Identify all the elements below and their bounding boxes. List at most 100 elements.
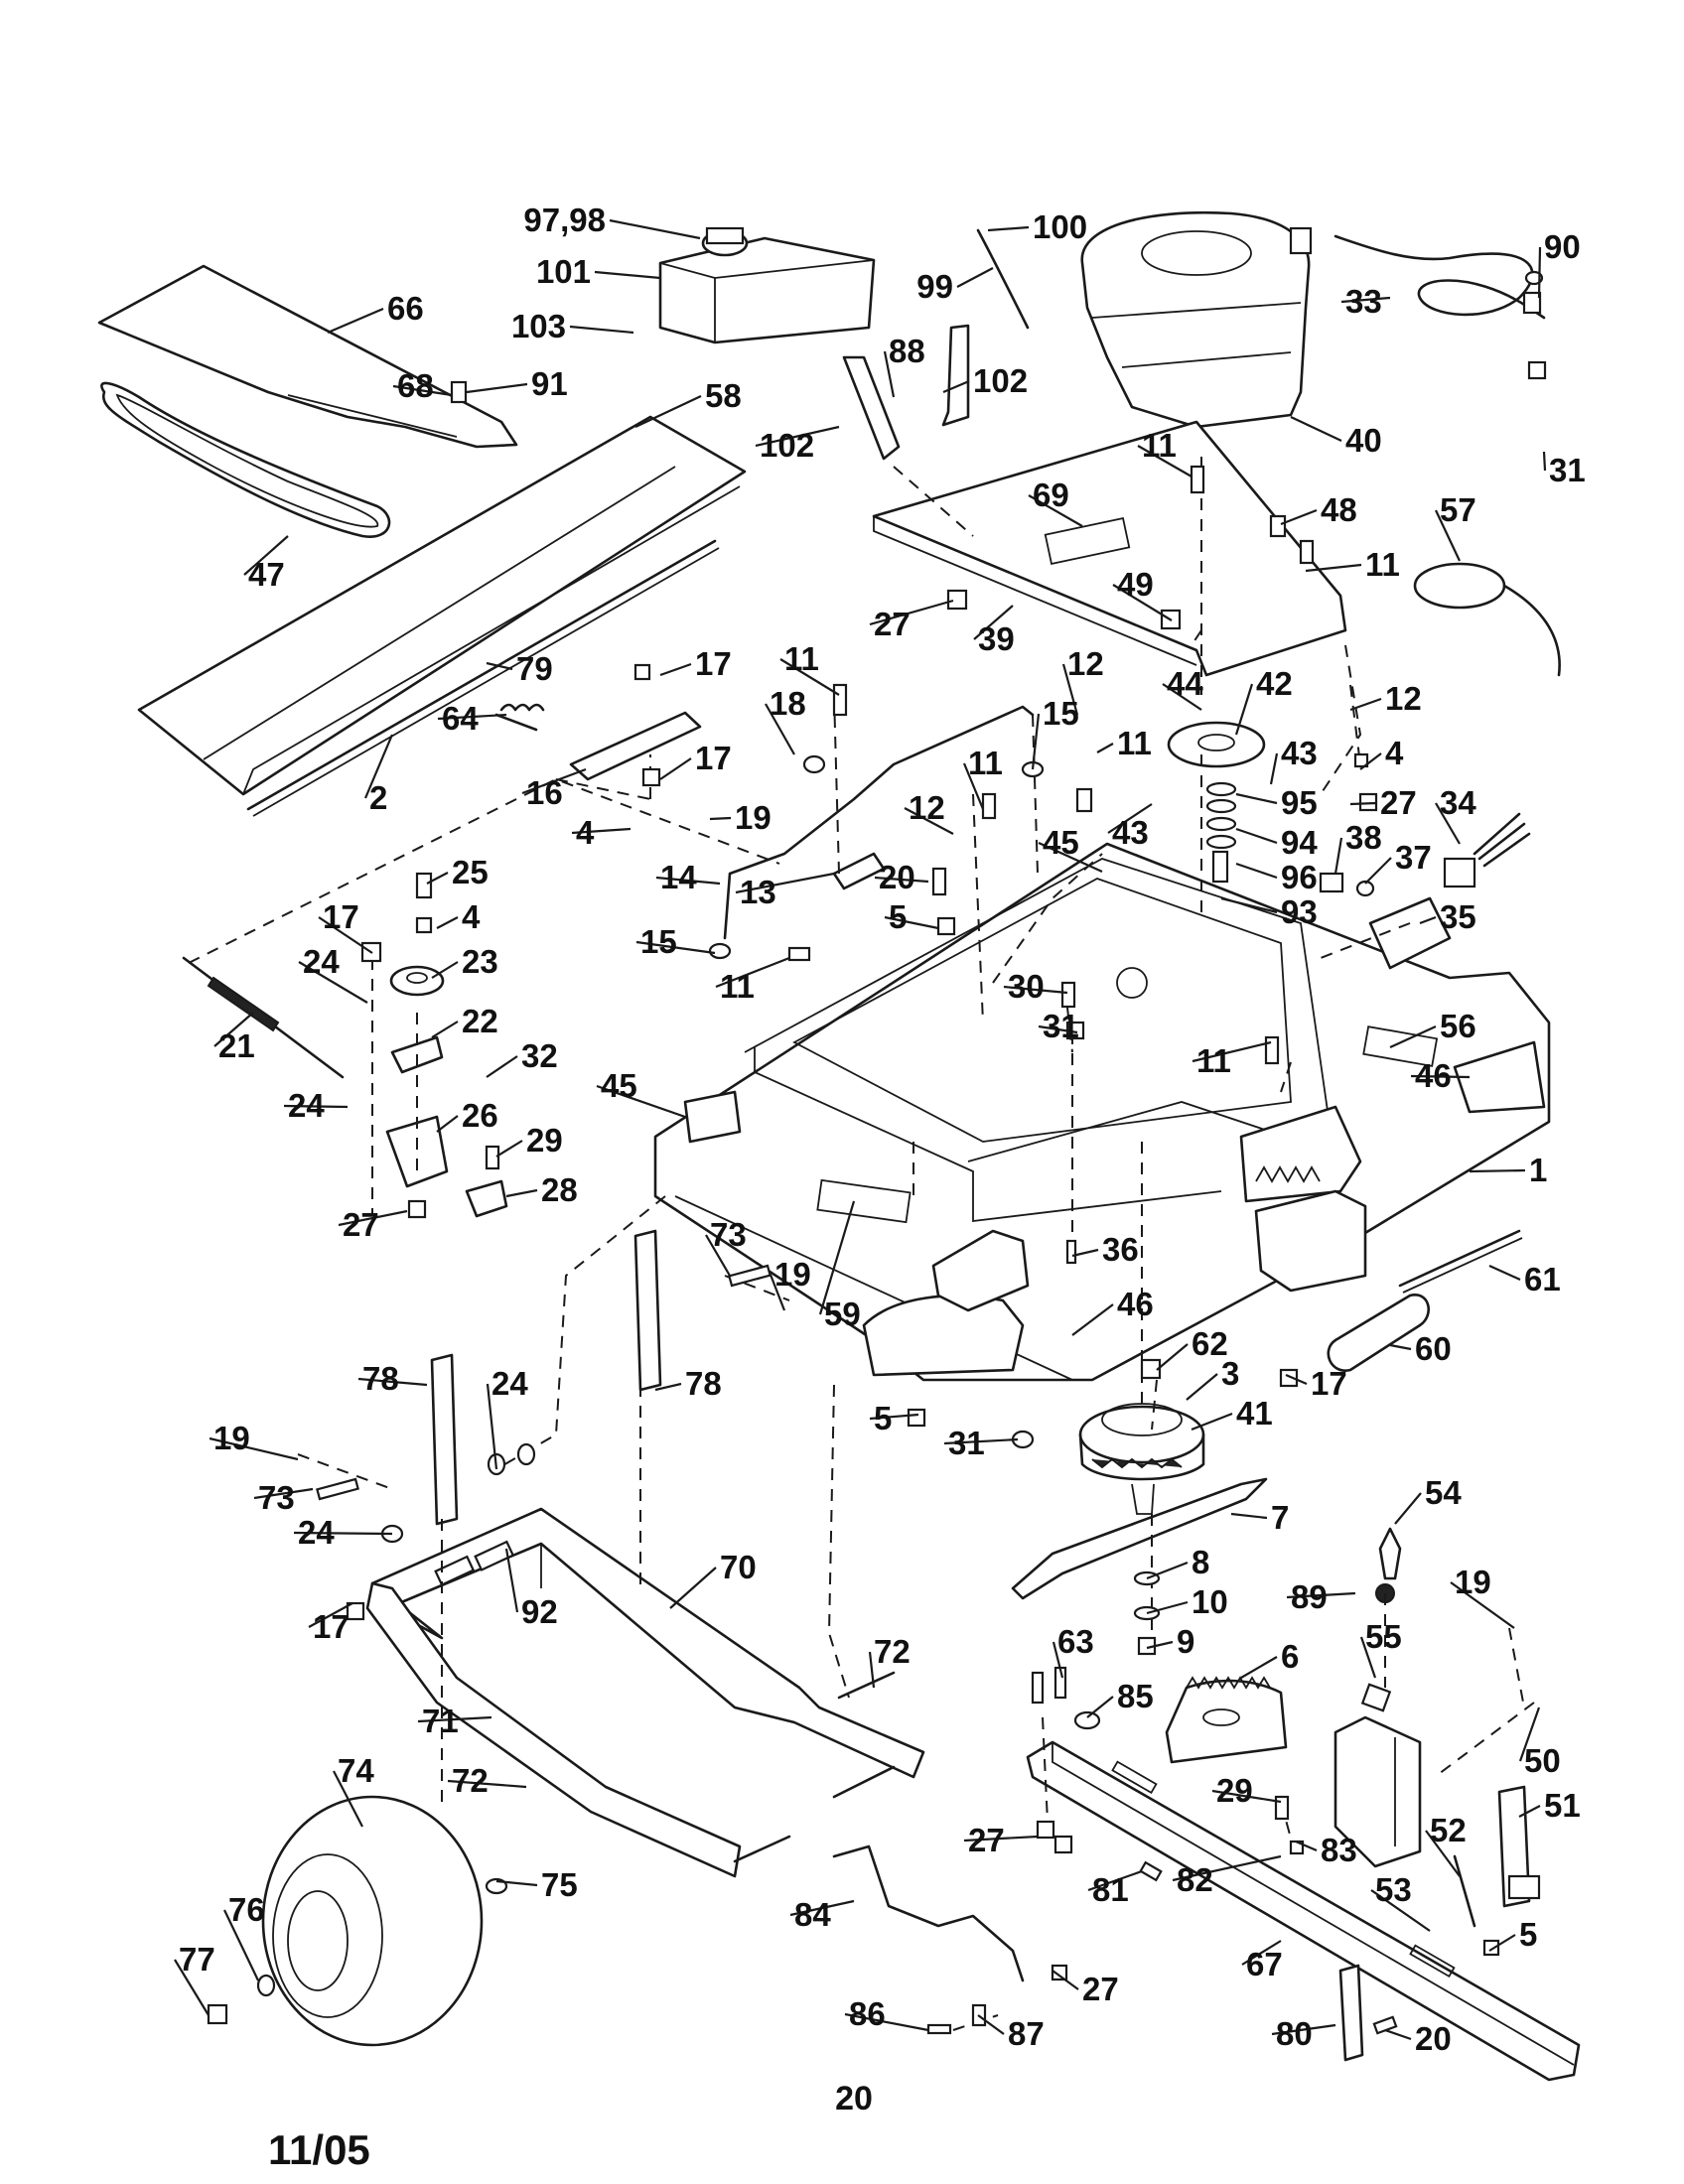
exploded-view-artwork: [97, 211, 1581, 2082]
part-number-label: 10: [1192, 1583, 1228, 1620]
leader-line: [447, 1779, 527, 1789]
callout-c-42: 42: [1234, 665, 1293, 736]
part-number-label: 37: [1395, 839, 1432, 876]
part-number-label: 85: [1117, 1678, 1154, 1714]
leader-line: [1269, 752, 1279, 785]
part-number-label: 100: [1033, 208, 1087, 245]
leader-line: [1107, 803, 1153, 834]
part-number-label: 25: [452, 854, 489, 890]
part-number-label: 45: [601, 1067, 637, 1104]
part-number-label: 40: [1345, 422, 1382, 459]
part-number-label: 33: [1345, 283, 1382, 320]
part-number-label: 52: [1430, 1812, 1467, 1848]
leader-line: [1359, 752, 1382, 770]
callout-c-19a: 19: [709, 799, 772, 836]
leader-line: [977, 2014, 1005, 2035]
part-number-label: 77: [179, 1941, 215, 1978]
leader-line: [495, 1140, 523, 1158]
leader-line: [1192, 1040, 1272, 1063]
callout-c-57: 57: [1435, 491, 1476, 562]
callout-c-49: 49: [1112, 566, 1173, 621]
leader-line: [1186, 1373, 1218, 1401]
part-number-label: 50: [1524, 1742, 1561, 1779]
part-number-label: 18: [770, 685, 806, 722]
callout-c-50: 50: [1518, 1706, 1561, 1779]
callout-c-30: 30: [1003, 968, 1068, 1005]
callout-c-27c: 27: [338, 1206, 408, 1243]
callout-c-11e: 11: [962, 745, 1003, 810]
leader-line: [363, 734, 394, 799]
leader-line: [1537, 246, 1542, 299]
callout-c-83: 83: [1295, 1832, 1357, 1868]
part-number-label: 94: [1281, 824, 1318, 861]
callout-c-32: 32: [486, 1037, 558, 1078]
part-number-label: 71: [422, 1703, 459, 1739]
part-number-label: 6: [1281, 1638, 1299, 1675]
part-number-label: 11: [1365, 546, 1400, 583]
callout-c-17d: 17: [1285, 1365, 1347, 1402]
callout-c-13: 13: [735, 872, 835, 910]
leader-line: [486, 1383, 498, 1470]
part-number-label: 4: [462, 898, 481, 935]
part-number-label: 13: [740, 874, 776, 910]
leader-line: [715, 956, 790, 989]
callout-c-31a: 31: [1542, 451, 1586, 488]
callout-c-93: 93: [1220, 893, 1318, 930]
callout-c-17c: 17: [318, 898, 373, 954]
callout-c-55: 55: [1359, 1618, 1402, 1679]
leader-line: [635, 940, 716, 955]
part-number-label: 29: [1216, 1772, 1253, 1809]
callout-c-14: 14: [655, 859, 721, 895]
leader-line: [1305, 563, 1362, 573]
part-number-label: 23: [462, 943, 498, 980]
leader-line: [956, 267, 994, 288]
leader-line: [1096, 743, 1114, 753]
part-number-label: 11: [1196, 1042, 1231, 1079]
callout-c-31b: 31: [1038, 1008, 1079, 1044]
part-number-label: 11: [1142, 427, 1177, 464]
part-number-label: 82: [1177, 1861, 1213, 1898]
callout-c-21: 21: [213, 1012, 255, 1064]
callout-c-53: 53: [1370, 1871, 1431, 1932]
callout-c-27a: 27: [869, 599, 954, 642]
leader-line: [437, 713, 507, 721]
part-number-label: 55: [1365, 1618, 1402, 1655]
callout-c-18: 18: [765, 685, 806, 755]
part-number-label: 15: [1043, 695, 1079, 732]
leader-line: [1112, 584, 1173, 621]
part-number-label: 81: [1092, 1871, 1129, 1908]
leader-line: [1349, 697, 1382, 712]
leader-line: [318, 916, 373, 954]
leader-line: [1028, 494, 1083, 527]
callout-c-27e: 27: [1052, 1970, 1119, 2007]
callout-c-29b: 29: [1211, 1772, 1282, 1809]
leader-line: [209, 1436, 299, 1461]
part-number-label: 46: [1117, 1286, 1154, 1322]
callout-c-27b: 27: [1349, 784, 1417, 821]
callout-c-17e: 17: [308, 1602, 353, 1645]
part-number-label: 11: [784, 640, 819, 677]
leader-line: [283, 1104, 349, 1109]
leader-line: [243, 535, 289, 576]
part-number-label: 8: [1192, 1544, 1209, 1580]
leader-line: [735, 872, 835, 894]
callout-c-40: 40: [1290, 416, 1382, 459]
ignition-connector: [1443, 857, 1476, 888]
leader-line: [174, 1959, 210, 2016]
skid-front: [862, 1295, 1025, 1377]
part-number-label: 3: [1221, 1355, 1239, 1392]
wiring-harness: [1413, 562, 1506, 610]
callout-c-99: 99: [916, 267, 994, 305]
leader-line: [769, 1274, 786, 1311]
leader-line: [569, 325, 634, 335]
leader-line: [213, 1012, 254, 1047]
bracket-80: [1338, 1964, 1364, 2062]
page-number: 20: [835, 2080, 873, 2117]
leader-line: [1241, 1940, 1282, 1966]
leader-line: [1038, 841, 1103, 874]
part-number-label: 21: [218, 1027, 255, 1064]
callout-c-70: 70: [669, 1549, 757, 1609]
plate-55: [1360, 1683, 1392, 1712]
part-number-label: 15: [640, 923, 677, 960]
part-number-label: 7: [1271, 1499, 1289, 1536]
